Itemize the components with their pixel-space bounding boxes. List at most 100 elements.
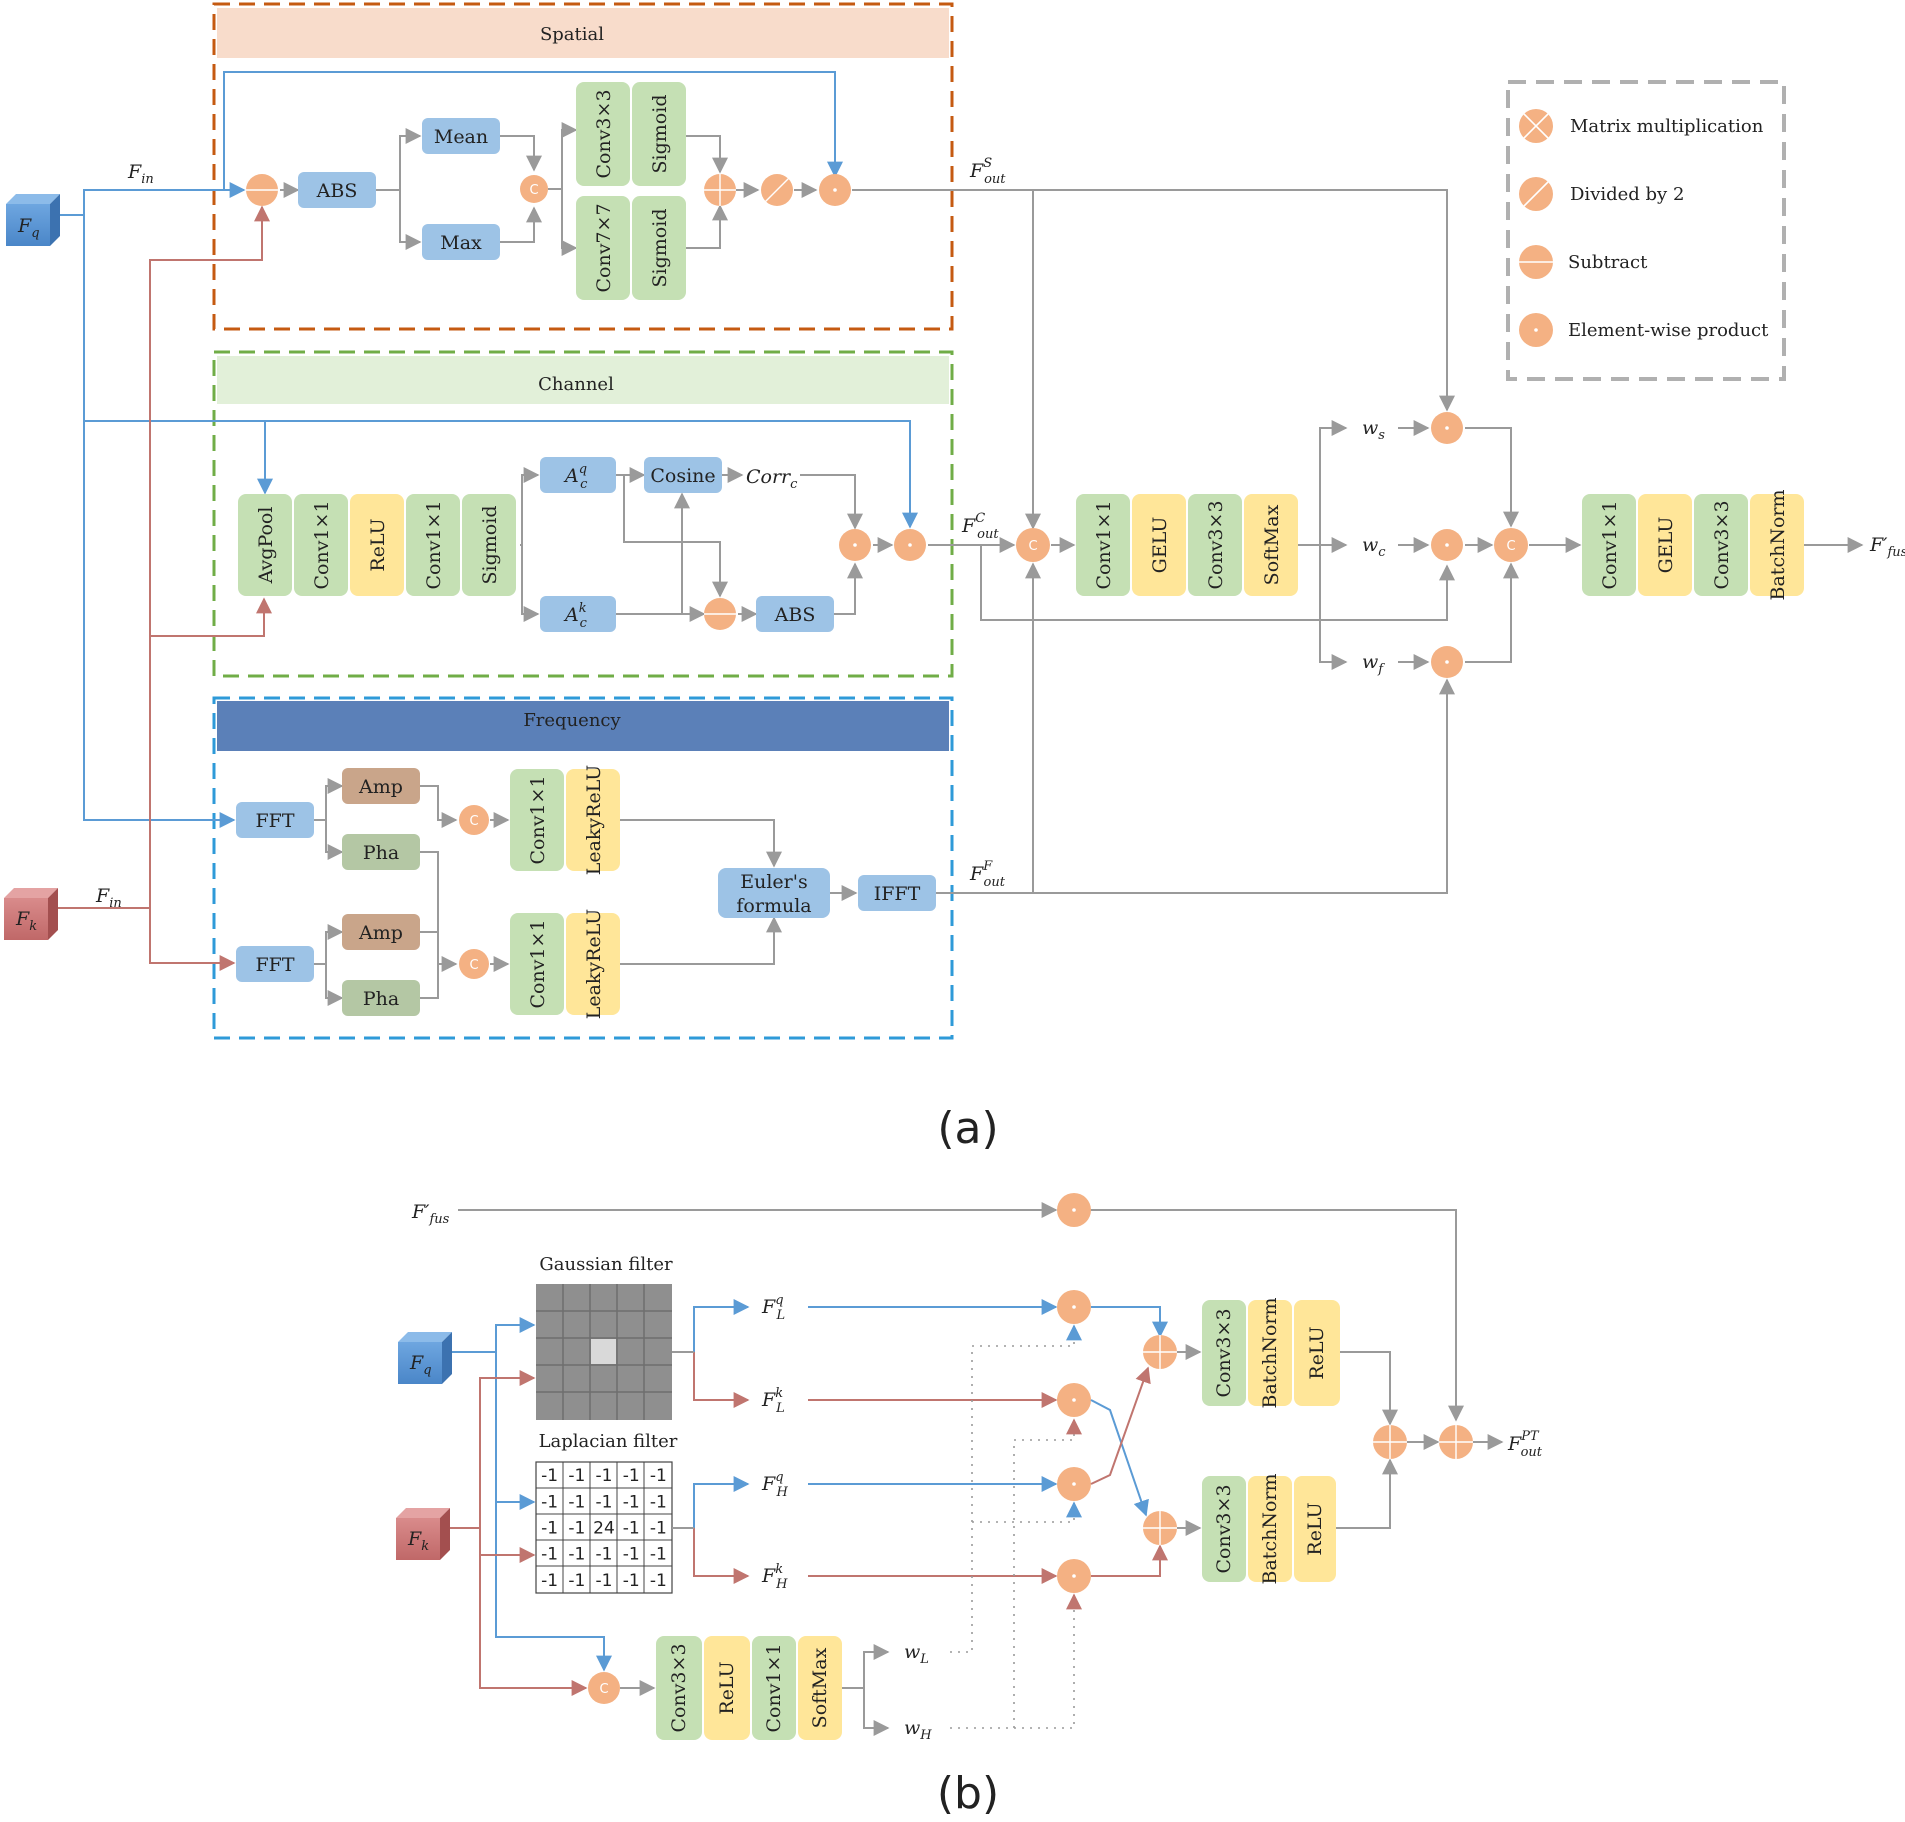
add-op-high <box>1143 1511 1177 1545</box>
laplacian-cell: -1 <box>596 1466 613 1486</box>
laplacian-cell: -1 <box>623 1466 640 1486</box>
concat-op <box>520 175 548 203</box>
element-wise-product-op-3 <box>894 529 926 561</box>
svg-text:Conv1×1: Conv1×1 <box>1599 500 1621 589</box>
svg-text:Sigmoid: Sigmoid <box>649 95 671 174</box>
sigmoid-block <box>632 82 686 186</box>
svg-text:C: C <box>1506 539 1515 554</box>
legend-label-divided-by-2: Divided by 2 <box>1570 184 1684 205</box>
svg-text:ReLU: ReLU <box>1304 1502 1326 1555</box>
laplacian-cell: -1 <box>650 1466 667 1486</box>
svg-text:Conv3×3: Conv3×3 <box>668 1643 690 1732</box>
svg-text:IFFT: IFFT <box>874 883 921 905</box>
laplacian-cell: -1 <box>541 1519 558 1539</box>
element-wise-product-op <box>819 174 851 206</box>
svg-text:GELU: GELU <box>1655 517 1677 574</box>
svg-text:BatchNorm: BatchNorm <box>1259 1298 1281 1409</box>
svg-text:Conv1×1: Conv1×1 <box>763 1643 785 1732</box>
max-label: Max <box>440 232 482 254</box>
svg-text:C: C <box>1028 539 1037 554</box>
laplacian-cell: -1 <box>541 1571 558 1591</box>
b-top-product-op <box>1057 1193 1091 1227</box>
laplacian-cell: 24 <box>593 1519 615 1539</box>
fusion-gelu-block-2 <box>1638 494 1692 596</box>
spatial-title: Spatial <box>540 24 604 45</box>
fft-block-q <box>236 802 314 838</box>
spatial-module: ABS Mean Max C Conv3×3 Sigmoid Conv7×7 S… <box>246 82 1455 530</box>
concat-op-3 <box>459 949 489 979</box>
freq-conv1x1-block-q <box>510 769 564 871</box>
svg-text:BatchNorm: BatchNorm <box>1767 490 1789 601</box>
divided-by-2-icon <box>1519 177 1553 211</box>
b-relu-block-high <box>1294 1476 1336 1582</box>
element-wise-product-icon <box>1519 313 1553 347</box>
wf-label: wf <box>1362 651 1385 677</box>
conv1x1-block <box>294 494 348 596</box>
b-conv3x3-block-low <box>1202 1300 1246 1406</box>
svg-text:Pha: Pha <box>363 842 399 864</box>
laplacian-cell: -1 <box>650 1545 667 1565</box>
ws-label: ws <box>1362 417 1385 443</box>
mean-block <box>422 118 500 154</box>
svg-text:Pha: Pha <box>363 988 399 1010</box>
svg-text:Conv1×1: Conv1×1 <box>1093 500 1115 589</box>
svg-text:Sigmoid: Sigmoid <box>649 209 671 288</box>
b-relu-block-low <box>1294 1300 1340 1406</box>
legend-label-element-wise-product: Element-wise product <box>1568 320 1769 341</box>
wh-label: wH <box>904 1717 932 1743</box>
spatial-section: Spatial <box>212 2 954 331</box>
fusion-concat-op <box>1016 528 1050 562</box>
gaussian-filter-title: Gaussian filter <box>539 1254 673 1275</box>
svg-text:ReLU: ReLU <box>367 518 389 571</box>
svg-text:FFT: FFT <box>255 954 294 976</box>
svg-text:C: C <box>599 1682 608 1697</box>
final-add-op-2 <box>1439 1425 1473 1459</box>
gaussian-filter-grid <box>536 1284 672 1420</box>
channel-section: Channel <box>212 350 954 678</box>
sigmoid-block-2 <box>632 196 686 300</box>
b-ffus-label: F′fus <box>411 1201 450 1227</box>
caption-a: (a) <box>937 1103 998 1154</box>
frequency-title: Frequency <box>523 710 621 731</box>
ws-product-op <box>1431 412 1463 444</box>
fhq-product-op <box>1057 1467 1091 1501</box>
laplacian-cell: -1 <box>541 1545 558 1565</box>
svg-text:C: C <box>529 183 538 198</box>
conv7x7-block <box>576 196 630 300</box>
fusion-softmax-block <box>1244 494 1298 596</box>
b-conv3x3-block <box>656 1636 702 1740</box>
laplacian-cell: -1 <box>541 1492 558 1512</box>
svg-text:Conv3×3: Conv3×3 <box>593 89 615 178</box>
svg-text:Fk: Fk <box>407 1528 429 1554</box>
laplacian-cell: -1 <box>623 1492 640 1512</box>
svg-text:SoftMax: SoftMax <box>1261 504 1283 585</box>
svg-text:Euler's: Euler's <box>740 871 807 893</box>
fusion-conv1x1-block <box>1076 494 1130 596</box>
add-op <box>704 174 736 206</box>
laplacian-cell: -1 <box>596 1492 613 1512</box>
channel-abs-block <box>756 596 834 632</box>
amp-block-k <box>342 914 420 950</box>
svg-text:Amp: Amp <box>358 776 403 798</box>
pha-block-k <box>342 980 420 1016</box>
conv3x3-block <box>576 82 630 186</box>
b-concat-op <box>588 1672 620 1704</box>
laplacian-cell: -1 <box>623 1571 640 1591</box>
fq-input-cube: Fq <box>6 194 60 246</box>
conv1x1-block-2 <box>406 494 460 596</box>
frequency-module: FFT FFT Amp Pha Amp Pha C C Conv1×1 Leak… <box>236 562 1455 1019</box>
amp-block-q <box>342 768 420 804</box>
max-block <box>422 224 500 260</box>
svg-text:LeakyReLU: LeakyReLU <box>583 765 605 876</box>
ifft-block <box>858 875 936 911</box>
wf-product-op <box>1431 646 1463 678</box>
b-conv1x1-block <box>752 1636 796 1740</box>
wl-label: wL <box>904 1641 929 1667</box>
